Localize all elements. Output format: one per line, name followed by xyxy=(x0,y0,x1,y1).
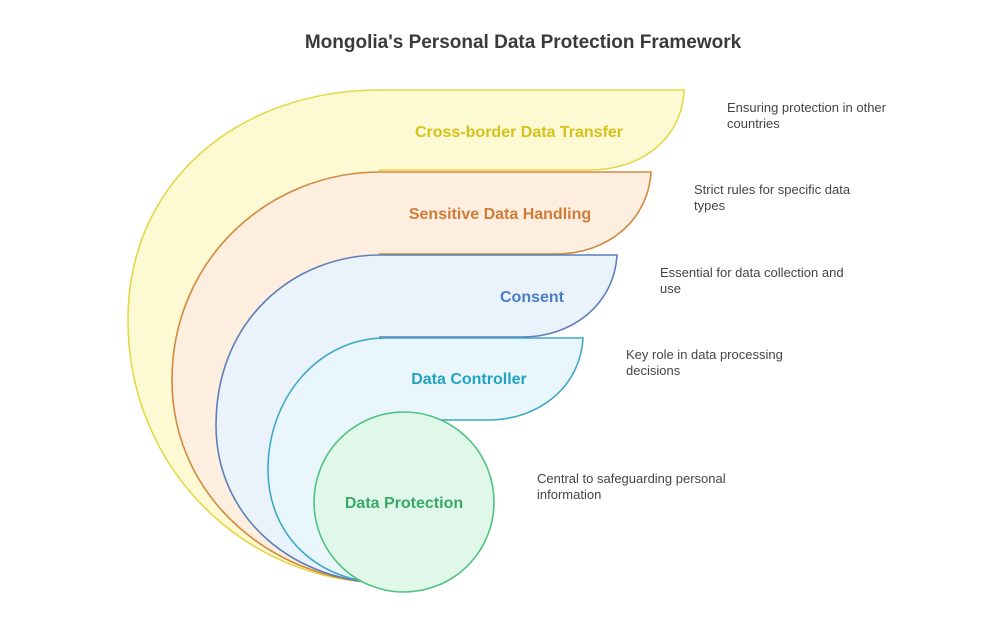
layer-label-data-protection: Data Protection xyxy=(345,495,463,512)
layer-description-data-protection: Central to safeguarding personal informa… xyxy=(537,471,726,502)
layer-description-sensitive-data: Strict rules for specific data types xyxy=(694,182,851,213)
layer-description-consent: Essential for data collection and use xyxy=(660,265,844,296)
diagram-title: Mongolia's Personal Data Protection Fram… xyxy=(304,32,742,53)
layer-label-consent: Consent xyxy=(500,289,565,306)
layer-label-cross-border: Cross-border Data Transfer xyxy=(415,124,623,141)
layer-description-data-controller: Key role in data processing decisions xyxy=(626,347,783,378)
layer-description-cross-border: Ensuring protection in other countries xyxy=(727,100,886,131)
layer-shape-data-protection xyxy=(313,411,495,593)
layer-label-sensitive-data: Sensitive Data Handling xyxy=(409,206,591,223)
layer-label-data-controller: Data Controller xyxy=(411,371,527,388)
